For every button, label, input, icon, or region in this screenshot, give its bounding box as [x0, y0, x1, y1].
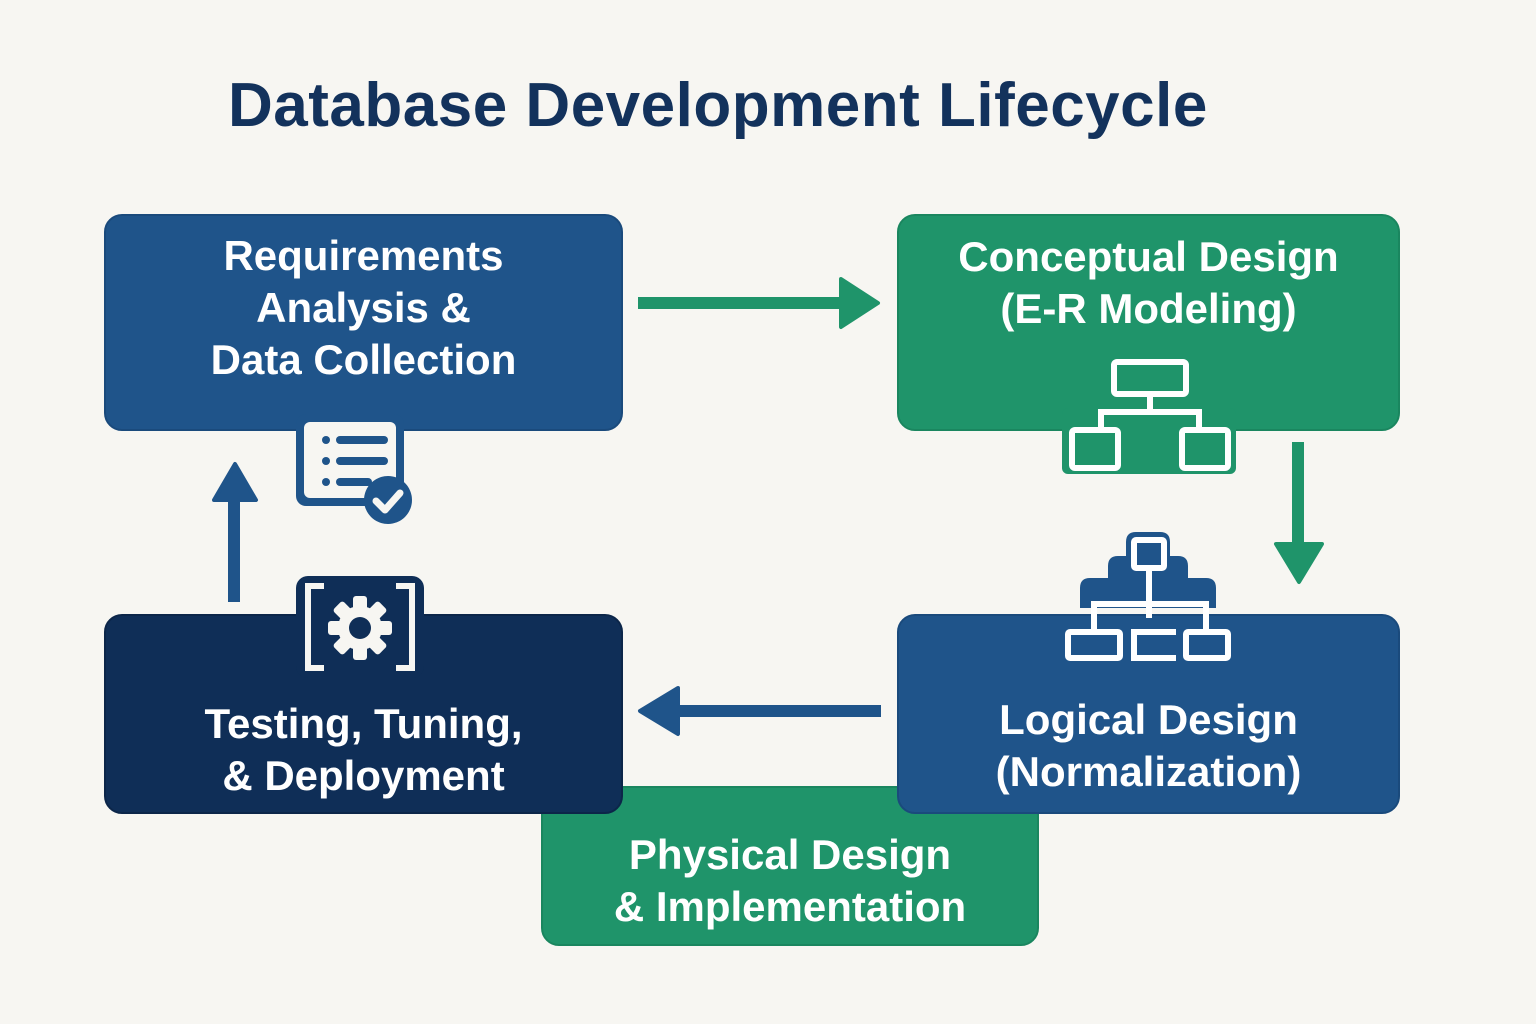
stage-label-line: Testing, Tuning,: [204, 700, 523, 747]
org-tree-icon: [1065, 532, 1231, 661]
stage-label-line: (Normalization): [995, 748, 1302, 795]
arrow-down-conceptual-to-logical: [1274, 442, 1324, 584]
stage-label-line: Logical Design: [999, 696, 1298, 743]
stage-requirements-analysis: Requirements Analysis & Data Collection: [104, 214, 623, 431]
arrow-up-testing-to-requirements: [212, 462, 258, 602]
stage-label-line: Data Collection: [210, 335, 517, 383]
checklist-icon: [296, 414, 412, 524]
hierarchy-diagram-icon: [1062, 359, 1236, 474]
stage-label-line: Conceptual Design: [958, 232, 1339, 280]
stage-label-line: & Implementation: [613, 883, 967, 930]
stage-logical-design: Logical Design (Normalization): [897, 614, 1400, 814]
gear-icon: [296, 576, 424, 678]
arrow-left-logical-to-testing: [638, 686, 881, 736]
arrow-right-requirements-to-conceptual: [638, 277, 880, 329]
stage-label-line: Requirements: [223, 231, 504, 279]
stage-label-line: Analysis &: [256, 283, 471, 331]
stage-label-line: & Deployment: [222, 752, 505, 799]
stage-label-line: (E-R Modeling): [1000, 284, 1297, 332]
diagram-title: Database Development Lifecycle: [228, 71, 1208, 140]
stage-label-line: Physical Design: [628, 831, 952, 878]
